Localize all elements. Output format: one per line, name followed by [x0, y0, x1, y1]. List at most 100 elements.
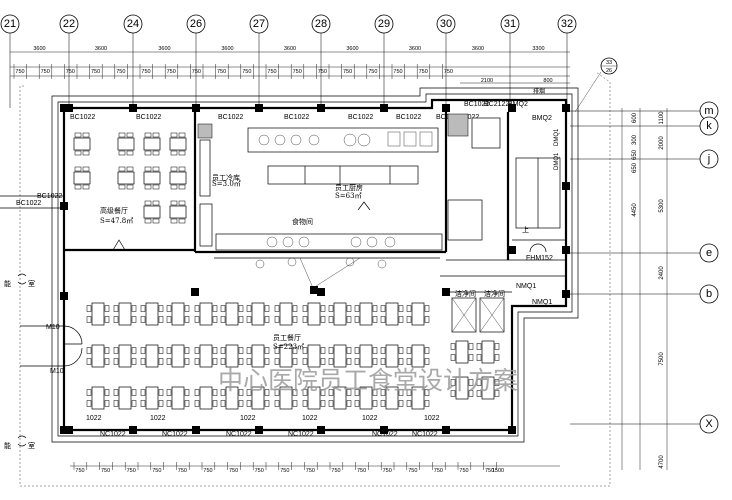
chair — [494, 379, 500, 386]
dim-800: 800 — [543, 78, 552, 84]
top-dim-7: 3600 — [472, 46, 484, 52]
chair — [158, 358, 164, 365]
dining-table-set — [143, 200, 161, 224]
chair — [424, 358, 430, 365]
right-item-5: NMQ1 — [516, 283, 536, 290]
column — [255, 104, 263, 112]
table-top — [385, 302, 399, 326]
chair — [184, 400, 190, 407]
dining-table-set — [166, 386, 190, 410]
chair — [170, 132, 178, 138]
chair — [140, 358, 146, 365]
chair — [354, 347, 360, 354]
chair — [494, 354, 500, 361]
table-top — [307, 386, 321, 410]
right-item-1: BMQ2 — [532, 115, 552, 122]
bottom-small-dim: 750 — [408, 468, 417, 474]
structural-columns — [60, 104, 570, 434]
table-top — [171, 386, 185, 410]
chair — [184, 389, 190, 396]
dining-table-set — [354, 302, 378, 326]
right-inner-dims: 600 300 650 4450 650 — [632, 112, 638, 216]
chair — [302, 305, 308, 312]
left-door-1: M10 — [46, 324, 60, 331]
cold-room-area: S=3.0㎡ — [212, 180, 241, 188]
dining-table-set — [450, 376, 474, 400]
table-top — [225, 386, 239, 410]
column — [562, 290, 570, 298]
chair — [264, 347, 270, 354]
dining-table-set — [73, 166, 91, 190]
chair — [86, 400, 92, 407]
left-side-openings: BC1022 BC1022 M10 M10 能 室 能 室 — [0, 193, 83, 450]
top-window-1: BC1022 — [136, 114, 161, 121]
column — [129, 426, 137, 434]
chair — [424, 316, 430, 323]
chair — [131, 316, 137, 323]
chair — [194, 347, 200, 354]
chair — [380, 347, 386, 354]
table-top — [225, 302, 239, 326]
dim-600: 600 — [632, 112, 638, 123]
chair — [398, 305, 404, 312]
top-dim-2: 3600 — [158, 46, 170, 52]
chair — [274, 305, 280, 312]
axis-label-22: 22 — [63, 18, 75, 30]
axis-bubble-j — [699, 149, 719, 169]
dim-4700: 4700 — [659, 455, 665, 469]
right-side-labels: BMQ2 DMQ1 DMQ1 FHM152 NMQ1 NMQ1 — [516, 115, 560, 306]
chair — [104, 358, 110, 365]
top-small-dim: 750 — [267, 69, 276, 75]
table-top — [199, 386, 213, 410]
table-top — [143, 171, 161, 185]
chair — [104, 305, 110, 312]
dim-2100: 2100 — [481, 78, 493, 84]
bottom-small-dim: 750 — [152, 468, 161, 474]
table-top — [118, 344, 132, 368]
table-top — [225, 344, 239, 368]
table-top — [169, 171, 187, 185]
bottom-window-3: NC1022 — [288, 431, 314, 438]
top-small-dim: 750 — [444, 69, 453, 75]
chair — [170, 150, 178, 156]
vertical-grid-lines — [9, 33, 568, 108]
chair — [178, 132, 186, 138]
table-top — [143, 205, 161, 219]
dining-table-set — [274, 344, 298, 368]
building-walls — [51, 87, 579, 443]
column — [508, 246, 516, 254]
top-small-dim: 750 — [192, 69, 201, 75]
bottom-small-dim: 750 — [75, 468, 84, 474]
table-top — [118, 386, 132, 410]
dining-table-set — [328, 386, 352, 410]
column — [60, 104, 68, 112]
dining-table-set — [246, 302, 270, 326]
column — [129, 104, 137, 112]
chair — [220, 316, 226, 323]
chair — [246, 347, 252, 354]
dining-table-set — [86, 344, 110, 368]
column — [317, 288, 325, 296]
chair — [158, 305, 164, 312]
dining-table-set — [113, 344, 137, 368]
chair — [372, 347, 378, 354]
table-top — [171, 344, 185, 368]
chair — [220, 305, 226, 312]
dining-table-set — [302, 386, 326, 410]
chair — [184, 358, 190, 365]
chair — [354, 358, 360, 365]
bottom-small-dim: 750 — [101, 468, 110, 474]
food-room: 食物间 — [292, 217, 313, 226]
chair — [158, 316, 164, 323]
chair — [302, 400, 308, 407]
table-top — [169, 205, 187, 219]
chair — [104, 316, 110, 323]
dining-table-set — [140, 344, 164, 368]
bottom-small-dim: 750 — [434, 468, 443, 474]
table-top — [91, 344, 105, 368]
table-top — [385, 386, 399, 410]
